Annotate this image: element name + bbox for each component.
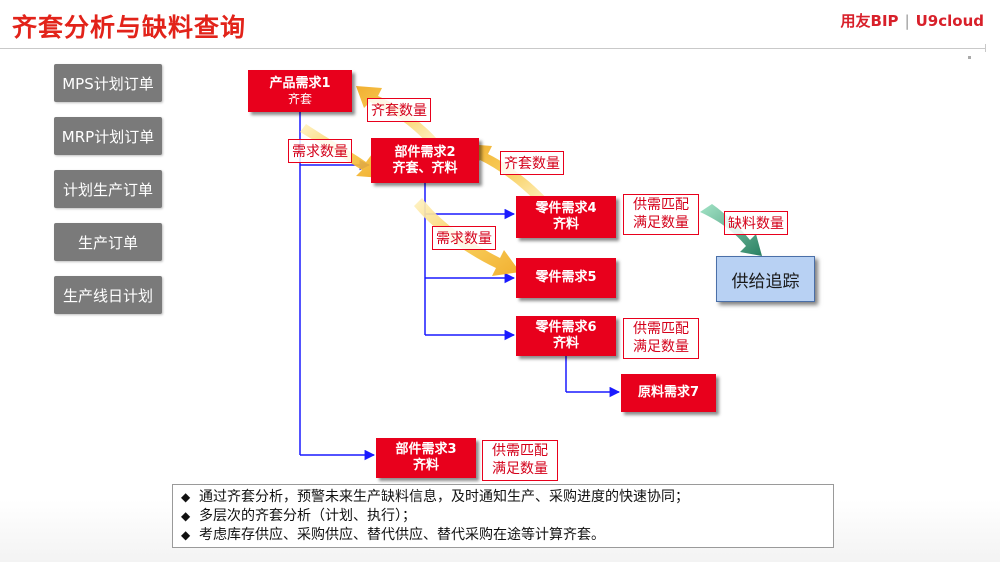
- match-line-1: 供需匹配: [492, 443, 548, 459]
- header-divider: [0, 48, 985, 49]
- logo-yonyou-bip: 用友BIP: [840, 12, 899, 30]
- match-box-comp4: 供需匹配 满足数量: [623, 194, 699, 235]
- node-title: 零件需求5: [535, 270, 597, 286]
- diamond-bullet-icon: ◆: [181, 490, 191, 504]
- node-raw-material-demand-7[interactable]: 原料需求7: [621, 374, 716, 412]
- node-component-demand-4[interactable]: 零件需求4 齐料: [516, 196, 616, 238]
- node-status: 齐套: [287, 91, 312, 106]
- header-divider-end: [985, 44, 986, 52]
- label-kit-quantity-mid: 齐套数量: [500, 151, 564, 175]
- node-status: 齐料: [552, 217, 579, 232]
- note-text: 通过齐套分析，预警未来生产缺料信息，及时通知生产、采购进度的快速协同；: [199, 489, 689, 505]
- sidebar-item-mrp[interactable]: MRP计划订单: [54, 117, 162, 155]
- node-component-demand-5[interactable]: 零件需求5: [516, 258, 616, 298]
- note-text: 考虑库存供应、采购供应、替代供应、替代采购在途等计算齐套。: [199, 527, 605, 543]
- sidebar-item-planned-production[interactable]: 计划生产订单: [54, 170, 162, 208]
- node-title: 零件需求6: [535, 320, 597, 336]
- sidebar-item-production-order[interactable]: 生产订单: [54, 223, 162, 261]
- brand-logo: 用友BIP | U9cloud: [841, 10, 984, 31]
- match-line-2: 满足数量: [633, 214, 689, 231]
- node-component-demand-6[interactable]: 零件需求6 齐料: [516, 316, 616, 356]
- blue-connector-lines: [299, 112, 621, 461]
- label-shortage-quantity: 缺料数量: [724, 211, 788, 235]
- demand-arrow-part2-to-comp5: [414, 198, 520, 276]
- node-status: 齐套、齐料: [392, 160, 458, 176]
- page-title: 齐套分析与缺料查询: [12, 13, 247, 42]
- notes-panel: ◆ 通过齐套分析，预警未来生产缺料信息，及时通知生产、采购进度的快速协同； ◆ 多层…: [172, 484, 834, 548]
- note-item: ◆ 考虑库存供应、采购供应、替代供应、替代采购在途等计算齐套。: [181, 526, 825, 545]
- node-supply-trace[interactable]: 供给追踪: [716, 256, 815, 302]
- node-title: 部件需求2: [394, 144, 456, 160]
- node-title: 部件需求3: [395, 442, 457, 458]
- node-title: 产品需求1: [269, 76, 331, 91]
- label-demand-quantity-mid: 需求数量: [432, 226, 496, 250]
- diamond-bullet-icon: ◆: [181, 528, 191, 542]
- kit-arrow-comp4-to-part2: [466, 144, 548, 206]
- node-product-demand-1[interactable]: 产品需求1 齐套: [248, 70, 352, 112]
- node-status: 齐料: [552, 336, 579, 351]
- logo-separator: |: [904, 11, 910, 30]
- label-kit-quantity-top: 齐套数量: [367, 98, 431, 122]
- logo-u9cloud: U9cloud: [915, 11, 984, 30]
- match-box-part3: 供需匹配 满足数量: [482, 440, 558, 481]
- node-title: 原料需求7: [637, 385, 700, 401]
- note-item: ◆ 多层次的齐套分析（计划、执行）；: [181, 507, 825, 526]
- node-part-demand-2[interactable]: 部件需求2 齐套、齐料: [371, 138, 479, 183]
- node-title: 零件需求4: [535, 201, 597, 217]
- match-line-2: 满足数量: [492, 460, 548, 477]
- diamond-bullet-icon: ◆: [181, 509, 191, 523]
- node-part-demand-3[interactable]: 部件需求3 齐料: [376, 438, 476, 478]
- sidebar-item-mps[interactable]: MPS计划订单: [54, 64, 162, 102]
- note-text: 多层次的齐套分析（计划、执行）；: [199, 508, 416, 524]
- label-demand-quantity-top: 需求数量: [288, 139, 352, 163]
- sidebar-item-line-daily-plan[interactable]: 生产线日计划: [54, 276, 162, 314]
- note-item: ◆ 通过齐套分析，预警未来生产缺料信息，及时通知生产、采购进度的快速协同；: [181, 488, 825, 507]
- match-line-1: 供需匹配: [633, 321, 689, 337]
- match-box-comp6: 供需匹配 满足数量: [623, 318, 699, 359]
- header-dot: [968, 56, 971, 59]
- node-status: 齐料: [412, 458, 439, 473]
- match-line-2: 满足数量: [633, 338, 689, 355]
- match-line-1: 供需匹配: [633, 197, 689, 213]
